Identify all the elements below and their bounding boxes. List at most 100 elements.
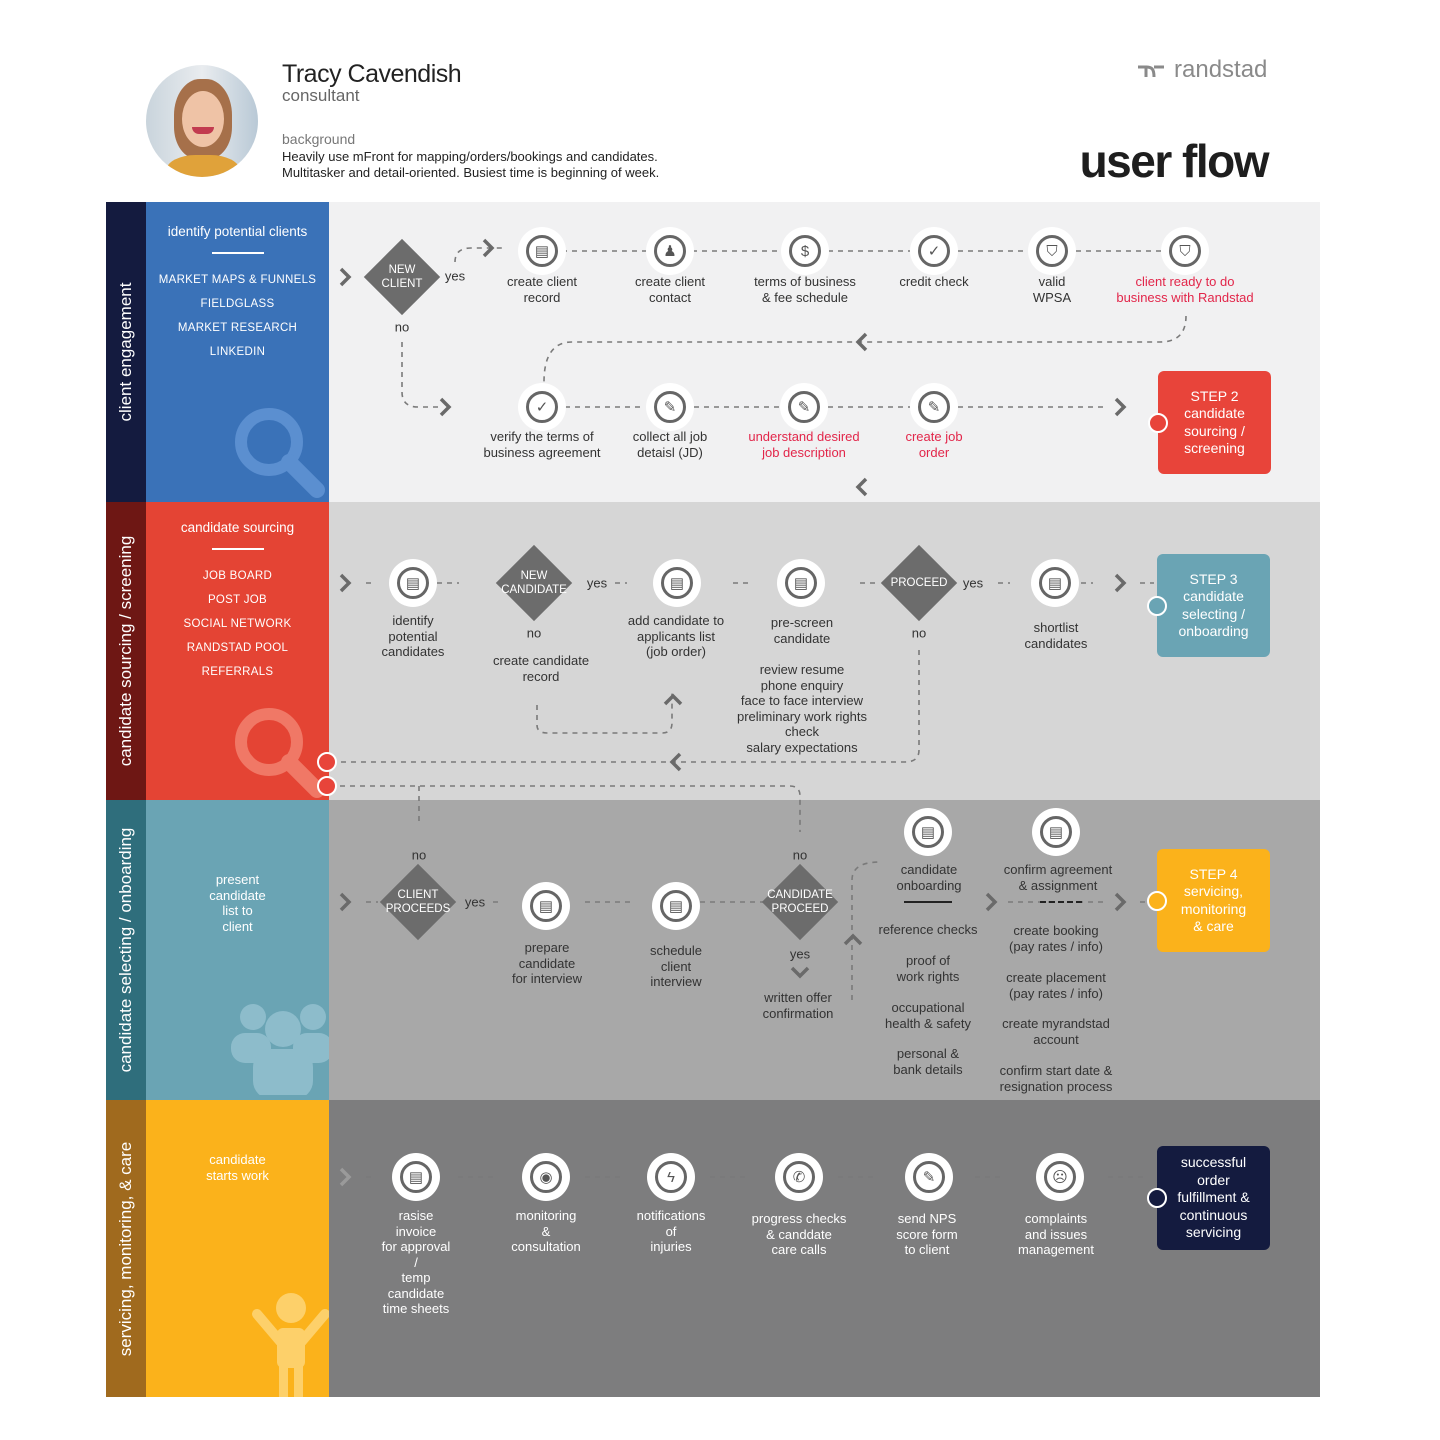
edit-icon: ✎: [913, 1161, 945, 1193]
persona-role: consultant: [282, 86, 360, 105]
randstad-logo: randstad: [1136, 56, 1267, 84]
step-4-box[interactable]: STEP 4 servicing, monitoring & care: [1157, 849, 1270, 952]
document-icon: ▤: [660, 890, 692, 922]
document-icon: ▤: [530, 890, 562, 922]
process-step-node[interactable]: ϟ: [647, 1153, 695, 1201]
person-icon: [252, 1293, 329, 1397]
no-label: no: [411, 847, 427, 863]
process-step-node[interactable]: ▤: [518, 227, 566, 275]
process-step-node[interactable]: ✓: [910, 227, 958, 275]
page-title: user flow: [1079, 135, 1270, 187]
check-icon: ✓: [918, 235, 950, 267]
step-label: credit check: [899, 274, 969, 289]
process-step-node[interactable]: ▤: [522, 882, 570, 930]
brand-name: randstad: [1174, 56, 1268, 83]
step-label: client ready to do business with Randsta…: [1116, 274, 1254, 305]
process-step-node[interactable]: ▤: [652, 882, 700, 930]
avatar: [146, 65, 258, 177]
source-item: JOB BOARD: [202, 570, 273, 582]
process-step-node[interactable]: ▤: [389, 559, 437, 607]
step-2-box[interactable]: STEP 2 candidate sourcing / screening: [1158, 371, 1271, 474]
yes-label: yes: [789, 946, 811, 962]
background-line-2: Multitasker and detail-oriented. Busiest…: [282, 165, 660, 180]
source-item: POST JOB: [207, 594, 268, 606]
step-label: identify potential candidates: [381, 613, 445, 659]
source-item: MARKET MAPS & FUNNELS: [158, 274, 317, 286]
lane-heading: identify potential clients: [167, 224, 308, 239]
step-label: pre-screen candidate: [770, 615, 834, 646]
lane-heading: candidate sourcing: [180, 520, 295, 535]
process-step-node[interactable]: $: [781, 227, 829, 275]
edit-icon: ✎: [654, 391, 686, 423]
step-connector-dot: [1148, 412, 1168, 433]
search-icon: [235, 408, 325, 498]
yes-label: yes: [586, 575, 608, 591]
document-icon: ▤: [397, 567, 429, 599]
process-step-node[interactable]: ✓: [518, 383, 566, 431]
lane-candidate-selecting: candidate selecting / onboarding present…: [106, 800, 1320, 1100]
decision-label: PROCEED: [890, 577, 948, 589]
step-label: schedule client interview: [649, 943, 703, 989]
edit-icon: ✎: [918, 391, 950, 423]
sad-face-icon: ☹: [1044, 1161, 1076, 1193]
source-item: RANDSTAD POOL: [186, 642, 289, 654]
no-label: no: [792, 847, 808, 863]
step-label: progress checks & canddate care calls: [751, 1211, 847, 1257]
create-candidate-record-label: create candidate record: [492, 653, 590, 684]
process-step-node[interactable]: ◉: [522, 1153, 570, 1201]
process-step-node[interactable]: ▤: [1031, 559, 1079, 607]
randstad-logo-icon: [1138, 65, 1164, 78]
process-step-node[interactable]: ▤: [1032, 808, 1080, 856]
decision-label: NEW CLIENT: [381, 264, 423, 290]
final-outcome-box[interactable]: successful order fulfillment & continuou…: [1157, 1146, 1270, 1250]
source-item: LINKEDIN: [209, 346, 266, 358]
process-step-node[interactable]: ▤: [777, 559, 825, 607]
yes-label: yes: [464, 894, 486, 910]
step-3-box[interactable]: STEP 3 candidate selecting / onboarding: [1157, 554, 1270, 657]
written-offer-label: written offer confirmation: [762, 990, 834, 1021]
step-label: send NPS score form to client: [896, 1211, 958, 1257]
assignment-step: confirm start date & resignation process: [999, 1063, 1113, 1094]
step-label: create client contact: [634, 274, 706, 305]
process-step-node[interactable]: ▤: [904, 808, 952, 856]
prescreen-steps-list: review resume phone enquiry face to face…: [736, 662, 868, 755]
step-label: understand desired job description: [748, 429, 860, 460]
step-label: candidate onboarding: [896, 862, 962, 893]
process-step-node[interactable]: ♟: [646, 227, 694, 275]
persona-name: Tracy Cavendish: [282, 60, 462, 88]
step-connector-dot: [1147, 1188, 1167, 1208]
step-label: prepare candidate for interview: [511, 940, 583, 986]
background-label: background: [282, 131, 356, 147]
process-step-node[interactable]: ⛉: [1161, 227, 1209, 275]
document-icon: ▤: [400, 1161, 432, 1193]
process-step-node[interactable]: ☹: [1036, 1153, 1084, 1201]
yes-label: yes: [444, 268, 466, 284]
step-label: valid WPSA: [1032, 274, 1072, 305]
process-step-node[interactable]: ✎: [646, 383, 694, 431]
user-icon: ♟: [654, 235, 686, 267]
shield-icon: ⛉: [1169, 235, 1201, 267]
lane-candidate-sourcing: candidate sourcing / screening candidate…: [106, 502, 1320, 800]
process-step-node[interactable]: ✎: [905, 1153, 953, 1201]
process-step-node[interactable]: ✆: [775, 1153, 823, 1201]
process-step-node[interactable]: ✎: [910, 383, 958, 431]
process-step-node[interactable]: ▤: [392, 1153, 440, 1201]
eye-icon: ◉: [530, 1161, 562, 1193]
step-label: rasise invoice for approval / temp candi…: [381, 1208, 451, 1316]
process-step-node[interactable]: ▤: [653, 559, 701, 607]
check-icon: ✓: [526, 391, 558, 423]
process-step-node[interactable]: ✎: [780, 383, 828, 431]
step-label: complaints and issues management: [1018, 1211, 1094, 1257]
lane-heading: present candidate list to client: [209, 872, 266, 934]
step-label: confirm agreement & assignment: [1003, 862, 1113, 893]
step-connector-dot: [1147, 890, 1167, 911]
step-label: add candidate to applicants list (job or…: [627, 613, 725, 659]
onboarding-step: personal & bank details: [893, 1046, 963, 1077]
background-line-1: Heavily use mFront for mapping/orders/bo…: [282, 149, 658, 164]
process-step-node[interactable]: ⛉: [1028, 227, 1076, 275]
people-icon: [231, 1004, 329, 1095]
phone-icon: ✆: [783, 1161, 815, 1193]
